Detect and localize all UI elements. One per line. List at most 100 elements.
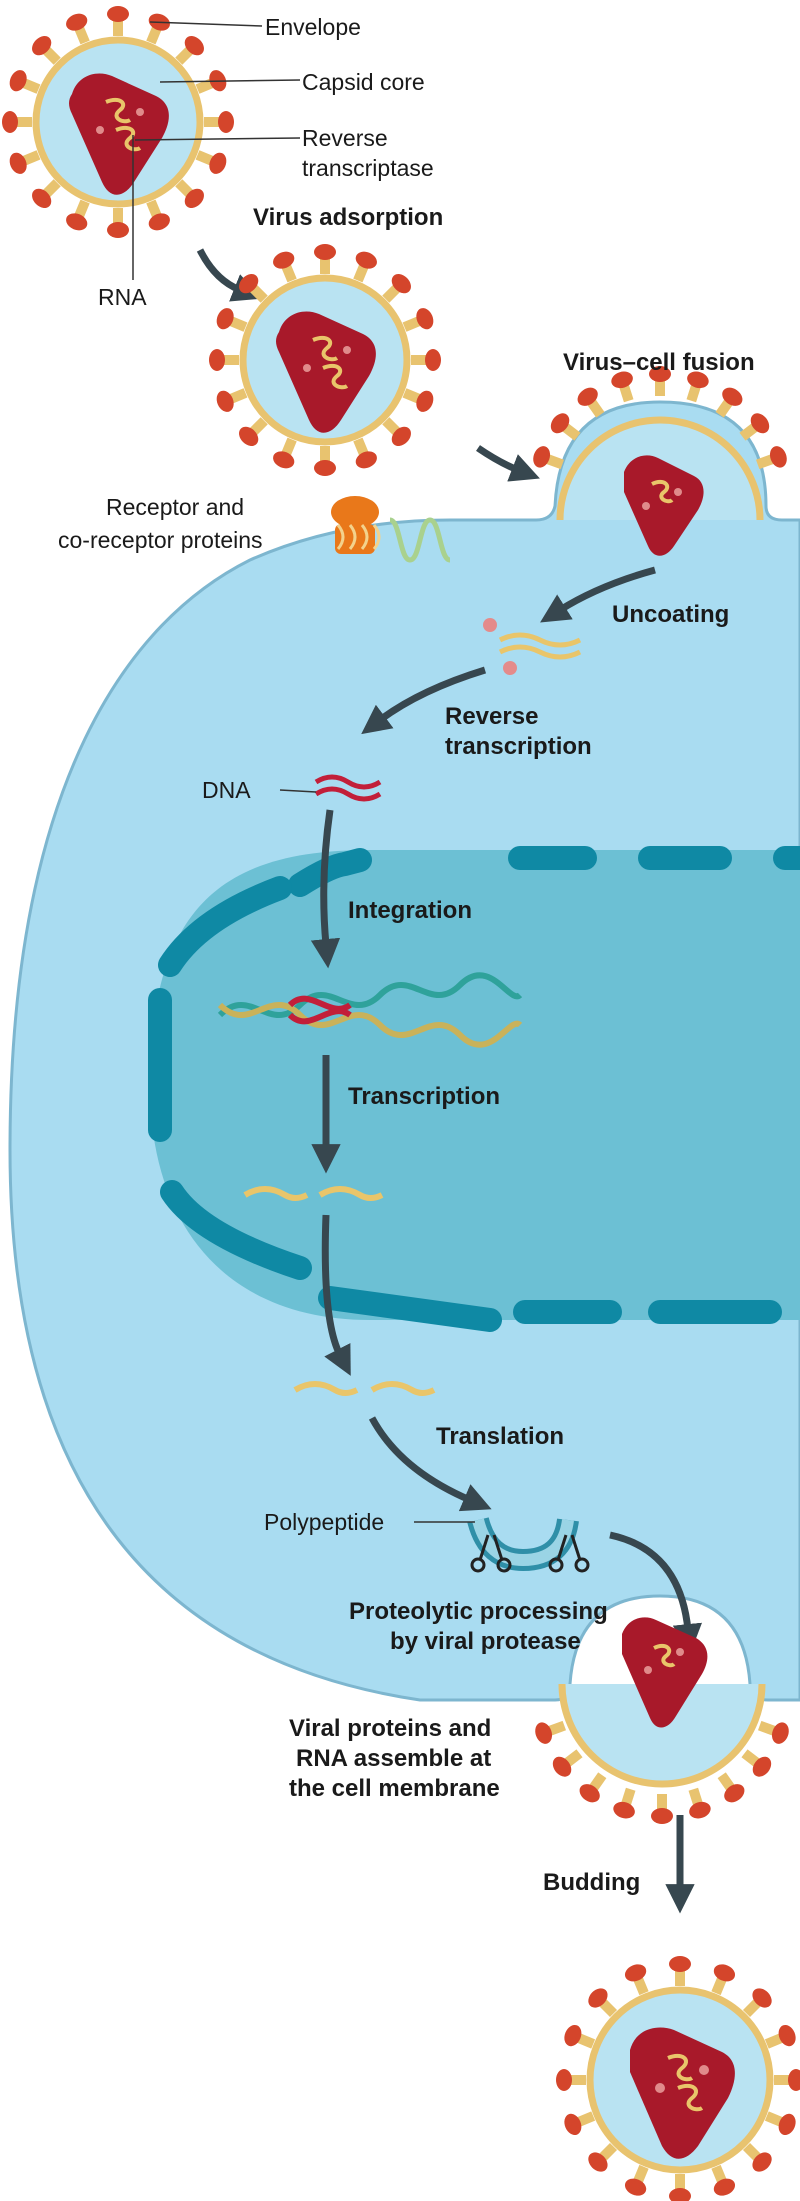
protease-scissors-icon <box>470 1534 590 1573</box>
envelope-spike <box>556 2069 586 2091</box>
envelope-spike <box>564 2024 596 2049</box>
envelope-spike <box>411 349 441 371</box>
envelope-spike <box>686 371 709 403</box>
envelope-spike <box>577 387 605 418</box>
envelope-spike <box>588 1988 618 2018</box>
envelope-spike <box>742 1988 772 2018</box>
envelope-spike <box>195 150 227 174</box>
envelope-spike <box>9 70 41 94</box>
label-reverse-transcriptase-1: Reverse <box>302 125 388 151</box>
envelope-spike <box>564 2111 596 2136</box>
fusing-virus <box>533 366 787 556</box>
envelope-spike <box>774 2069 800 2091</box>
receptor-proteins <box>331 496 452 563</box>
envelope-spike <box>717 1772 745 1803</box>
envelope-spike <box>273 437 297 469</box>
step-uncoating: Uncoating <box>612 601 729 628</box>
envelope-spike <box>175 179 204 208</box>
envelope-spike <box>669 1956 691 1986</box>
envelope-spike <box>552 1749 583 1777</box>
envelope-spike <box>273 251 297 283</box>
envelope-spike <box>757 1720 789 1744</box>
envelope-spike <box>216 308 248 332</box>
step-transcription: Transcription <box>348 1083 500 1110</box>
budded-virus <box>556 1956 800 2201</box>
envelope-spike <box>66 199 90 231</box>
virus-particle <box>2 6 234 238</box>
viral-dna <box>314 774 382 802</box>
envelope-spike <box>624 1964 649 1996</box>
assembling-virus <box>535 1617 789 1824</box>
envelope-spike <box>649 366 671 396</box>
envelope-spike <box>204 111 234 133</box>
envelope-spike <box>175 36 204 65</box>
envelope-spike <box>314 446 336 476</box>
label-envelope: Envelope <box>265 14 361 40</box>
envelope-spike <box>32 179 61 208</box>
envelope-spike <box>32 36 61 65</box>
envelope-spike <box>107 208 129 238</box>
envelope-spike <box>402 388 434 412</box>
envelope-spike <box>216 388 248 412</box>
mrna-cytoplasm <box>293 1381 436 1396</box>
label-capsid-core: Capsid core <box>302 69 425 95</box>
envelope-spike <box>624 2164 649 2196</box>
process-arrows <box>196 248 703 1914</box>
envelope-spike <box>314 244 336 274</box>
envelope-spike <box>402 308 434 332</box>
envelope-spike <box>711 1964 736 1996</box>
envelope-spike <box>669 2174 691 2201</box>
envelope-spike <box>611 371 634 403</box>
envelope-spike <box>533 446 565 470</box>
envelope-spike <box>353 437 377 469</box>
envelope-spike <box>711 2164 736 2196</box>
envelope-spike <box>239 417 268 446</box>
envelope-spike <box>9 150 41 174</box>
envelope-spike <box>107 6 129 36</box>
step-assemble-1: Viral proteins and <box>289 1715 491 1742</box>
envelope-spike <box>739 413 770 441</box>
step-virus-cell-fusion: Virus–cell fusion <box>563 349 755 376</box>
step-reverse-transcription-1: Reverse <box>445 703 538 730</box>
envelope-spike <box>742 2142 772 2172</box>
step-assemble-2: RNA assemble at <box>296 1745 491 1772</box>
envelope-spike <box>764 2111 796 2136</box>
envelope-spike <box>382 274 411 303</box>
envelope-spike <box>239 274 268 303</box>
label-receptor-2: co-receptor proteins <box>58 527 263 553</box>
step-translation: Translation <box>436 1423 564 1450</box>
step-assemble-3: the cell membrane <box>289 1775 500 1802</box>
mrna-transcripts <box>243 1186 384 1201</box>
envelope-spike <box>579 1772 607 1803</box>
label-polypeptide: Polypeptide <box>264 1509 384 1535</box>
step-virus-adsorption: Virus adsorption <box>253 204 443 231</box>
nuclear-envelope <box>148 846 800 1332</box>
envelope-spike <box>764 2024 796 2049</box>
envelope-spike <box>209 349 239 371</box>
uncoated-rna <box>483 618 582 675</box>
envelope-spike <box>613 1787 636 1819</box>
label-receptor-1: Receptor and <box>106 494 244 520</box>
envelope-spike <box>715 387 743 418</box>
envelope-spike <box>651 1794 673 1824</box>
envelope-spike <box>382 417 411 446</box>
envelope-spike <box>535 1720 567 1744</box>
virus-particle <box>209 244 441 476</box>
envelope-spike <box>588 2142 618 2172</box>
envelope-spike <box>741 1749 772 1777</box>
label-rna: RNA <box>98 284 147 310</box>
envelope-spike <box>66 13 90 45</box>
envelope-spike <box>2 111 32 133</box>
step-proteolytic-1: Proteolytic processing <box>349 1598 608 1625</box>
step-proteolytic-2: by viral protease <box>390 1628 581 1655</box>
envelope-spike <box>146 199 170 231</box>
step-reverse-transcription-2: transcription <box>445 733 592 760</box>
pointer-lines <box>132 21 475 1523</box>
step-integration: Integration <box>348 897 472 924</box>
envelope-spike <box>550 413 581 441</box>
envelope-spike <box>353 251 377 283</box>
envelope-spike <box>688 1787 711 1819</box>
envelope-spike <box>755 446 787 470</box>
integrated-dna-helix <box>217 972 523 1048</box>
